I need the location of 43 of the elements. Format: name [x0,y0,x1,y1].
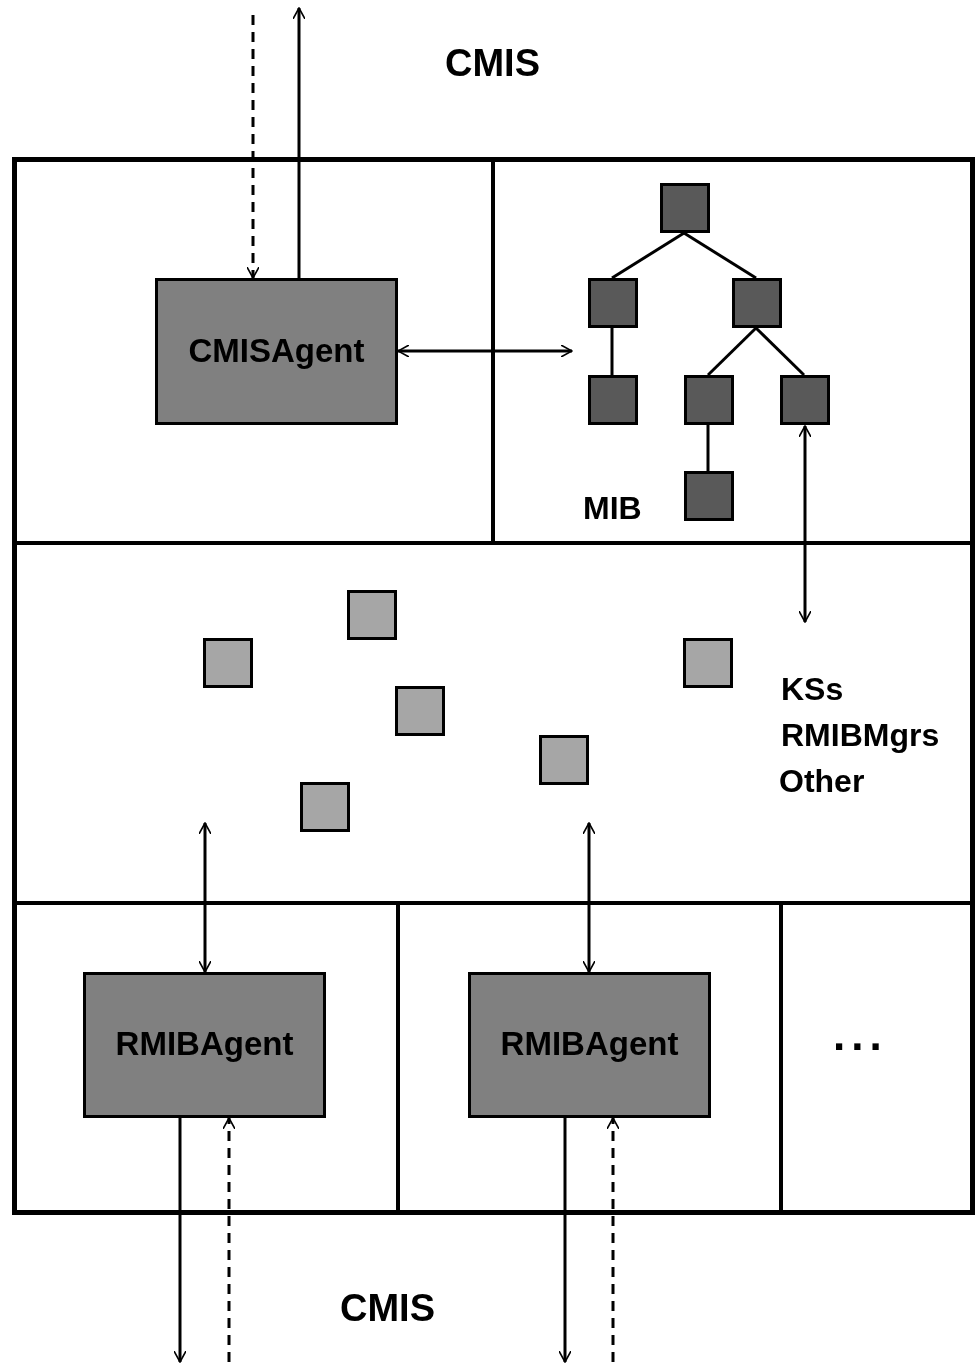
component-square [347,590,397,640]
label-text: Other [779,763,865,800]
connector-line [683,231,757,280]
agent-box [155,278,398,425]
arrow [198,822,212,973]
agent-box [468,972,711,1118]
arrow [606,1117,620,1362]
connector-line [611,231,685,280]
arrow [222,1117,236,1362]
label-text: ... [833,1010,888,1060]
component-square [395,686,445,736]
component-square [203,638,253,688]
tree-node-square [588,375,638,425]
agent-box [83,972,326,1118]
tree-node-square [684,471,734,521]
connector-line [706,326,758,377]
tree-node-square [732,278,782,328]
label-text: RMIBAgent [499,1025,680,1064]
arrow [173,1118,187,1363]
component-square [683,638,733,688]
protocol-label: CMIS [445,42,540,85]
connector-line [610,328,614,375]
arrow [397,344,573,358]
tree-node-square [660,183,710,233]
label-text: KSs [781,671,844,708]
arrow [798,425,812,623]
component-square [300,782,350,832]
arrow [558,1118,572,1363]
outer-frame [12,157,975,1215]
arrow [582,822,596,973]
connector-line [706,425,710,471]
component-square [539,735,589,785]
label-text: MIB [583,490,642,527]
protocol-label: CMIS [340,1287,435,1330]
label-text: RMIBAgent [114,1025,295,1064]
connector-line [754,326,806,377]
label-text: RMIBMgrs [781,717,940,754]
tree-node-square [780,375,830,425]
label-text: CMISAgent [187,331,366,370]
tree-node-square [588,278,638,328]
arrow [292,7,306,278]
tree-node-square [684,375,734,425]
arrow [246,15,260,279]
